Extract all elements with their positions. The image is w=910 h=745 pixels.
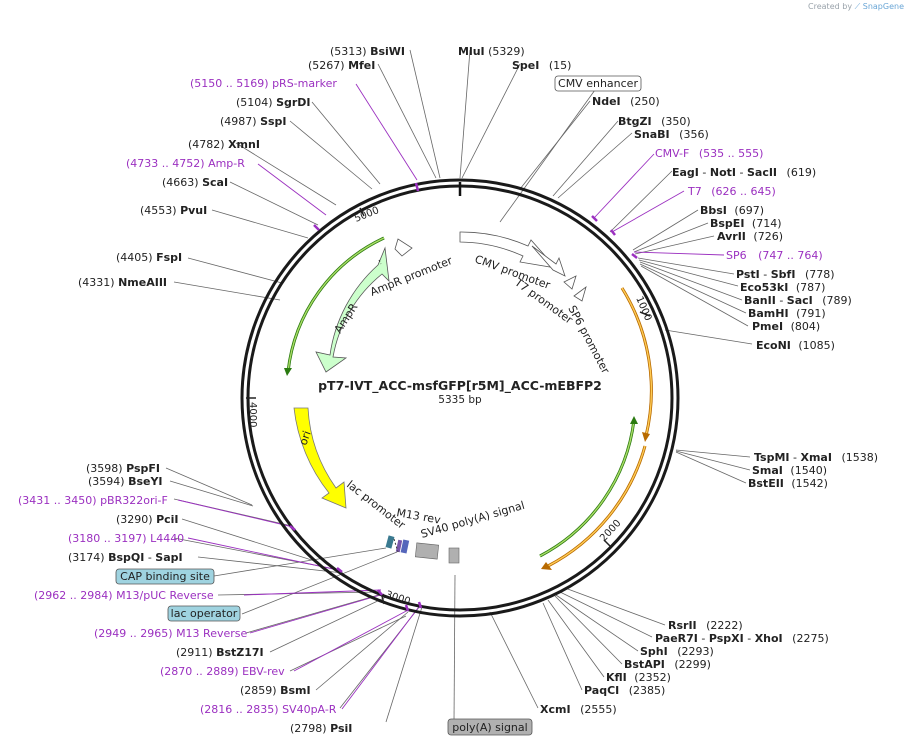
primer-ticks [289,182,638,612]
site-sgrdi: (5104) SgrDI [236,96,311,109]
site-labels-right-bottom: TspMI - XmaI (1538) SmaI (1540) BstEII (… [447,451,878,736]
cap-binding-box [115,568,215,585]
site-m13-reverse: (2949 .. 2965) M13 Reverse [94,627,247,640]
polya-signal-label: poly(A) signal [452,721,527,734]
site-prs-marker: (5150 .. 5169) pRS-marker [190,77,337,90]
site-eco53ki: Eco53kI (787) [740,281,825,294]
site-sv40pa-r: (2816 .. 2835) SV40pA-R [200,703,337,716]
ori-label: ori [297,429,314,447]
site-t7: T7 (626 .. 645) [687,185,776,198]
lac-operator-label: lac operator [171,607,238,620]
cmv-enhancer-label: CMV enhancer [558,77,638,90]
site-bseyi: (3594) BseYI [88,475,163,488]
sp6-promoter-label: SP6 promoter [565,303,612,376]
site-pspfi: (3598) PspFI [86,462,160,475]
site-bbsi: BbsI (697) [700,204,764,217]
site-snabi: SnaBI (356) [634,128,709,141]
site-pbr322ori-f: (3431 .. 3450) pBR322ori-F [18,494,168,507]
tick-4000: 4000 [247,402,258,427]
site-cmv-f: CMV-F (535 .. 555) [655,147,763,160]
site-mlui: MluI (5329) [458,45,525,58]
cmv-enhancer-box [554,75,642,92]
cmv-promoter-arrow [459,231,558,269]
credit-prefix: Created by [808,2,853,11]
site-bamhi: BamHI (791) [748,307,826,320]
snapgene-logo-icon: ⟋ [854,2,861,11]
site-nmeaiii: (4331) NmeAIII [78,276,167,289]
site-paer7i: PaeR7I - PspXI - XhoI (2275) [655,632,829,645]
site-bstz17i: (2911) BstZ17I [176,646,264,659]
site-sp6: SP6 (747 .. 764) [726,249,823,262]
primer-lines [177,83,725,710]
site-scai: (4663) ScaI [162,176,228,189]
site-psti: PstI - SbfI (778) [736,268,835,281]
site-psii: (2798) PsiI [290,722,352,735]
lac-promoter-label: lac promoter [344,478,408,532]
ampr-arrow [315,246,390,373]
cap-binding-mark [385,535,395,549]
site-avrii: AvrII (726) [717,230,783,243]
tick-5000: 5000 [353,205,381,225]
site-mfei: (5267) MfeI [308,59,375,72]
site-labels-left-bottom: (3598) PspFI (3594) BseYI (3431 .. 3450)… [18,462,352,735]
site-rsrii: RsrII (2222) [668,619,743,632]
ampr-label: AmpR [332,301,361,336]
site-sspi: (4987) SspI [220,115,287,128]
site-banii: BanII - SacI (789) [744,294,852,307]
t7-promoter-arrow [531,245,566,277]
lac-operator-mark [400,539,410,554]
site-eagi: EagI - NotI - SacII (619) [672,166,816,179]
site-pvui: (4553) PvuI [140,204,207,217]
site-ebv-rev: (2870 .. 2889) EBV-rev [160,665,285,678]
site-labels-left-top: (5313) BsiWI (5267) MfeI (5150 .. 5169) … [78,45,405,289]
orf-orange-2 [547,445,647,568]
site-m13-puc-reverse: (2962 .. 2984) M13/pUC Reverse [34,589,214,602]
site-tspmi: TspMI - XmaI (1538) [754,451,878,464]
site-sphi: SphI (2293) [640,645,714,658]
ampr-promoter-arrow [394,238,413,257]
site-btgzi: BtgZI (350) [618,115,691,128]
plasmid-length: 5335 bp [438,394,482,406]
polya-mark [448,547,460,564]
site-spei: SpeI (15) [512,59,571,72]
plasmid-name: pT7-IVT_ACC-msfGFP[r5M]_ACC-mEBFP2 [318,378,602,394]
site-bsiwi: (5313) BsiWI [330,45,405,58]
site-pcii: (3290) PciI [116,513,179,526]
credit-brand: SnapGene [862,2,904,11]
lac-operator-box [167,605,241,622]
site-bsteii: BstEII (1542) [748,477,828,490]
leader-lines [165,49,753,723]
site-bspqi: (3174) BspQI - SapI [68,551,183,564]
cap-binding-label: CAP binding site [120,570,210,583]
site-labels-right-top: MluI (5329) SpeI (15) CMV enhancer NdeI … [458,45,852,352]
site-xmni: (4782) XmnI [188,138,260,151]
features [284,231,653,570]
site-bspei: BspEI (714) [710,217,782,230]
site-amp-r: (4733 .. 4752) Amp-R [126,157,245,170]
site-bsmi: (2859) BsmI [240,684,311,697]
site-fspi: (4405) FspI [116,251,182,264]
sp6-promoter-arrow [573,285,587,302]
site-pmei: PmeI (804) [752,320,820,333]
site-econi: EcoNI (1085) [756,339,835,352]
site-paqci: PaqCI (2385) [584,684,665,697]
site-ndei: NdeI (250) [592,95,660,108]
tick-2000: 2000 [598,518,623,544]
snapgene-credit: Created by ⟋ SnapGene [808,2,904,12]
polya-signal-box [447,718,533,736]
sv40-mark [414,542,440,560]
site-kfli: KflI (2352) [606,671,671,684]
site-smai: SmaI (1540) [752,464,827,477]
ori-arrow [293,407,347,509]
site-bstapi: BstAPI (2299) [624,658,711,671]
site-l4440: (3180 .. 3197) L4440 [68,532,184,545]
site-xcmi: XcmI (2555) [540,703,617,716]
